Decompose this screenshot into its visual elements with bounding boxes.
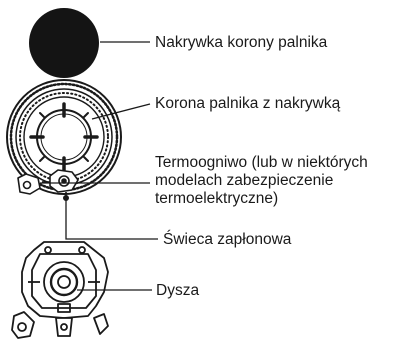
burner-cap-illustration (29, 8, 99, 78)
burner-cap-label: Nakrywka korony palnika (155, 34, 328, 51)
spark-plug-leader-line (65, 200, 158, 240)
nozzle-housing-illustration (11, 241, 109, 339)
thermocouple-label-line-2: modelach zabezpieczenie (155, 172, 334, 189)
thermocouple-label-line-1: Termoogniwo (lub w niektórych (155, 154, 368, 171)
crown-leader-line (91, 103, 151, 120)
burner-crown-label: Korona palnika z nakrywką (155, 95, 341, 112)
thermocouple-label: Termoogniwo (lub w niektórych modelach z… (155, 154, 368, 208)
thermocouple-label-line-3: termoelektryczne) (155, 190, 279, 207)
thermocouple-illustration (17, 169, 79, 202)
spark-plug-label: Świeca zapłonowa (163, 231, 292, 248)
nozzle-label: Dysza (156, 282, 200, 299)
